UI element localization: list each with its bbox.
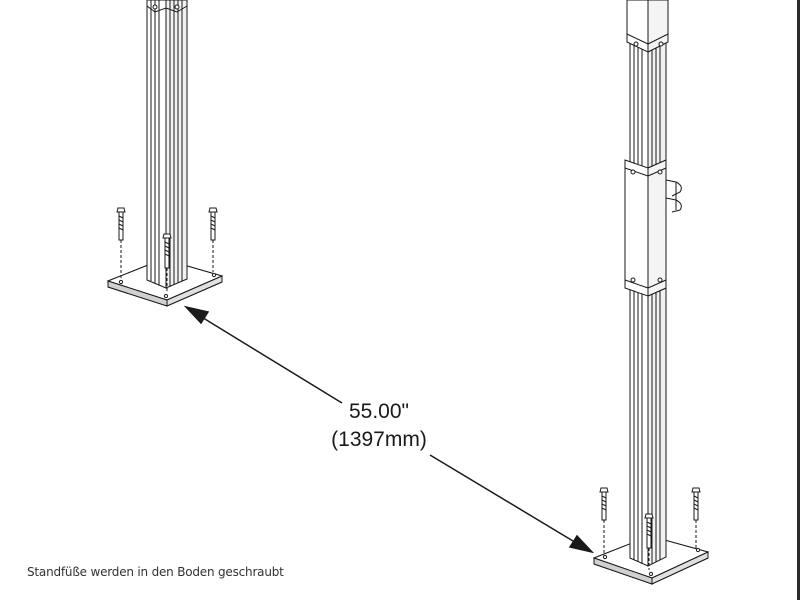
left-bolt-front xyxy=(162,233,172,293)
right-post-assembly xyxy=(592,0,710,585)
right-edge-divider xyxy=(797,0,800,600)
left-post-assembly xyxy=(106,0,224,307)
dimension-inches-label: 55.00" xyxy=(349,400,409,423)
dimension-mm-label: (1397mm) xyxy=(331,428,427,451)
left-column xyxy=(146,0,188,289)
right-bolt-front xyxy=(644,513,654,570)
right-bolt-back-left xyxy=(599,487,609,554)
dimension-arrowhead-top xyxy=(183,305,210,325)
right-side-hook xyxy=(665,179,682,213)
right-bolt-back-right xyxy=(691,487,701,548)
left-bolt-back-left xyxy=(116,207,126,279)
dimension-line xyxy=(183,305,595,554)
right-middle-sleeve xyxy=(624,159,667,297)
diagram-caption: Standfüße werden in den Boden geschraubt xyxy=(27,565,284,579)
dimension-arrowhead-bottom xyxy=(568,534,595,554)
left-bolt-back-right xyxy=(208,207,218,272)
right-upper-bracket xyxy=(626,0,669,53)
